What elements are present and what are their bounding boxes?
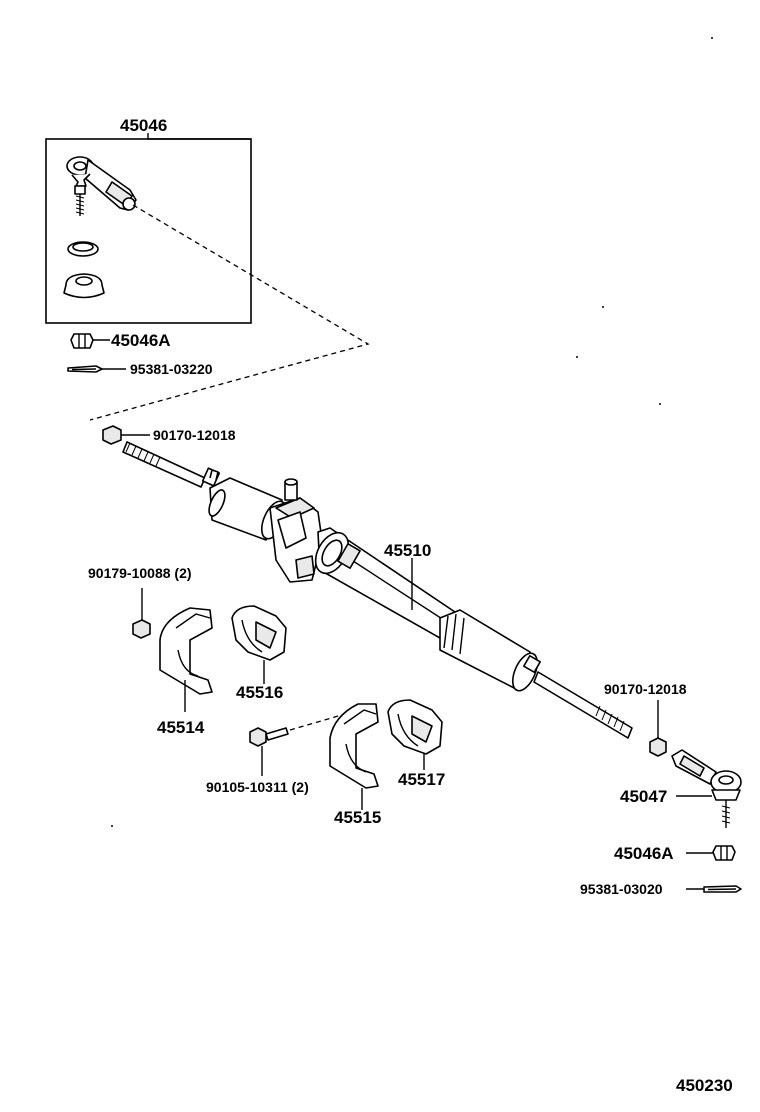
castle-nut-lh: 45046A	[70, 331, 171, 350]
dust-seal-ring	[67, 241, 99, 257]
label-90179-10088: 90179-10088 (2)	[88, 565, 192, 581]
boot-right	[439, 609, 541, 692]
tie-rod-end-lh	[66, 156, 137, 216]
cotter-pin-rh: 95381-03020	[580, 881, 742, 897]
label-95381-03020: 95381-03020	[580, 881, 663, 897]
label-45514: 45514	[157, 718, 205, 737]
scan-specks	[111, 37, 713, 827]
grommet-45516: 45516	[231, 605, 287, 702]
lock-nut-lh: 90170-12018	[102, 425, 236, 445]
tie-rod-end-rh: 45047	[620, 749, 742, 828]
pinion-housing	[269, 478, 323, 583]
tie-rod-right-thread	[533, 671, 633, 739]
label-90170-12018-rh: 90170-12018	[604, 681, 687, 697]
label-90105-10311: 90105-10311 (2)	[206, 779, 309, 795]
cotter-pin-lh: 95381-03220	[67, 361, 213, 377]
dust-boot	[63, 273, 105, 299]
label-45517: 45517	[398, 770, 445, 789]
leader-dash-lh	[89, 204, 370, 421]
rack-housing-assembly: 45510	[122, 441, 633, 739]
grommet-45517: 45517	[387, 699, 445, 789]
label-45510: 45510	[384, 541, 431, 560]
label-90170-12018-lh: 90170-12018	[153, 427, 236, 443]
label-45516: 45516	[236, 683, 283, 702]
tie-rod-left-thread	[122, 441, 221, 488]
label-45515: 45515	[334, 808, 381, 827]
bolt-90105-rh: 90105-10311 (2)	[206, 711, 353, 795]
bolt-90179-lh: 90179-10088 (2)	[88, 565, 192, 639]
castle-nut-rh: 45046A	[614, 844, 736, 863]
label-45047: 45047	[620, 787, 667, 806]
label-95381-03220: 95381-03220	[130, 361, 213, 377]
bracket-45514: 45514	[157, 607, 213, 737]
label-45046A-top: 45046A	[111, 331, 171, 350]
figure-id-code: 450230	[676, 1076, 733, 1095]
bracket-45515: 45515	[329, 703, 381, 827]
rack-tube	[314, 527, 456, 639]
lock-nut-rh: 90170-12018	[604, 681, 687, 757]
label-45046A-bottom: 45046A	[614, 844, 674, 863]
label-45046: 45046	[120, 116, 167, 135]
kit-box-45046: 45046	[45, 116, 252, 324]
